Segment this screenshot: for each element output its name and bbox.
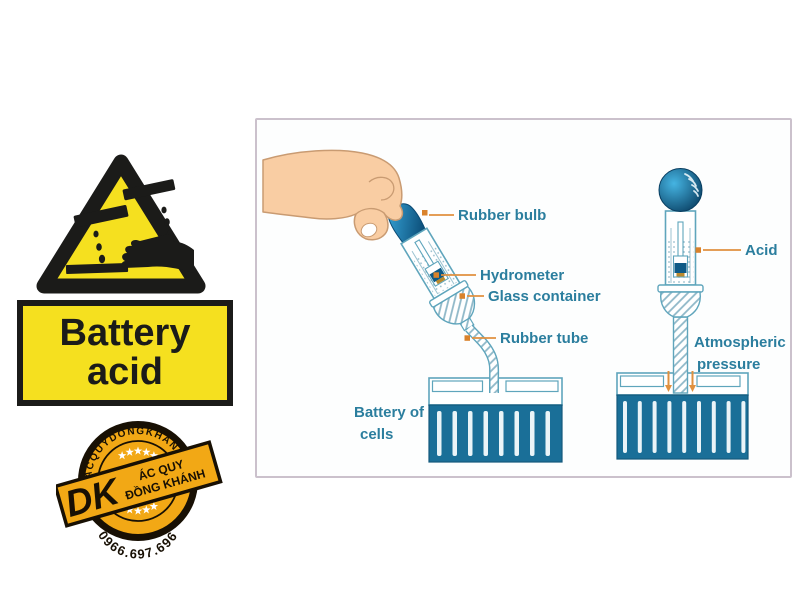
label-pressure-line1: Atmospheric: [694, 334, 786, 351]
label-glass-container: Glass container: [488, 288, 601, 305]
label-pressure-line2: pressure: [697, 356, 760, 373]
label-battery-line2: cells: [360, 426, 393, 443]
label-rubber-bulb: Rubber bulb: [458, 207, 546, 224]
hydrometer-diagram: Rubber bulb Hydrometer Glass container R…: [262, 149, 786, 463]
corrosive-pictogram-icon: [65, 179, 194, 275]
stem-tube-shape: [672, 316, 689, 394]
hydrometer-float-right: [672, 221, 689, 278]
label-hydrometer: Hydrometer: [480, 267, 564, 284]
hydrometer-assembly-right: [657, 168, 704, 394]
pressure-arrows: [665, 371, 696, 392]
label-rubber-tube: Rubber tube: [500, 330, 588, 347]
battery-right: [616, 372, 749, 460]
hand: [262, 149, 404, 241]
leader-lines: [422, 210, 741, 341]
pictogram-hand: [121, 234, 194, 273]
rubber-tube-shape: [465, 324, 500, 393]
stamp-banner: DK ÁC QUY ĐỒNG KHÁNH: [56, 440, 223, 528]
sign-text-line2: acid: [86, 351, 164, 393]
label-acid: Acid: [745, 242, 778, 259]
label-battery-line1: Battery of: [354, 404, 425, 421]
thumbnail: [360, 222, 378, 238]
ball-highlights: [684, 173, 699, 197]
rubber-ball-shape: [658, 168, 703, 212]
hydrometer-diagram-panel: Rubber bulb Hydrometer Glass container R…: [255, 118, 792, 478]
battery-acid-sign: Battery acid: [17, 300, 233, 406]
battery-left-caps: [431, 380, 559, 393]
warning-triangle-sign: [36, 154, 206, 294]
company-stamp-badge: ACQUYDONGKHANH.VN 0966.697.696 DK ÁC QUY…: [56, 421, 223, 560]
battery-left-cells: [437, 411, 550, 456]
battery-right-cells: [623, 401, 746, 453]
sign-text-line1: Battery: [59, 312, 191, 355]
